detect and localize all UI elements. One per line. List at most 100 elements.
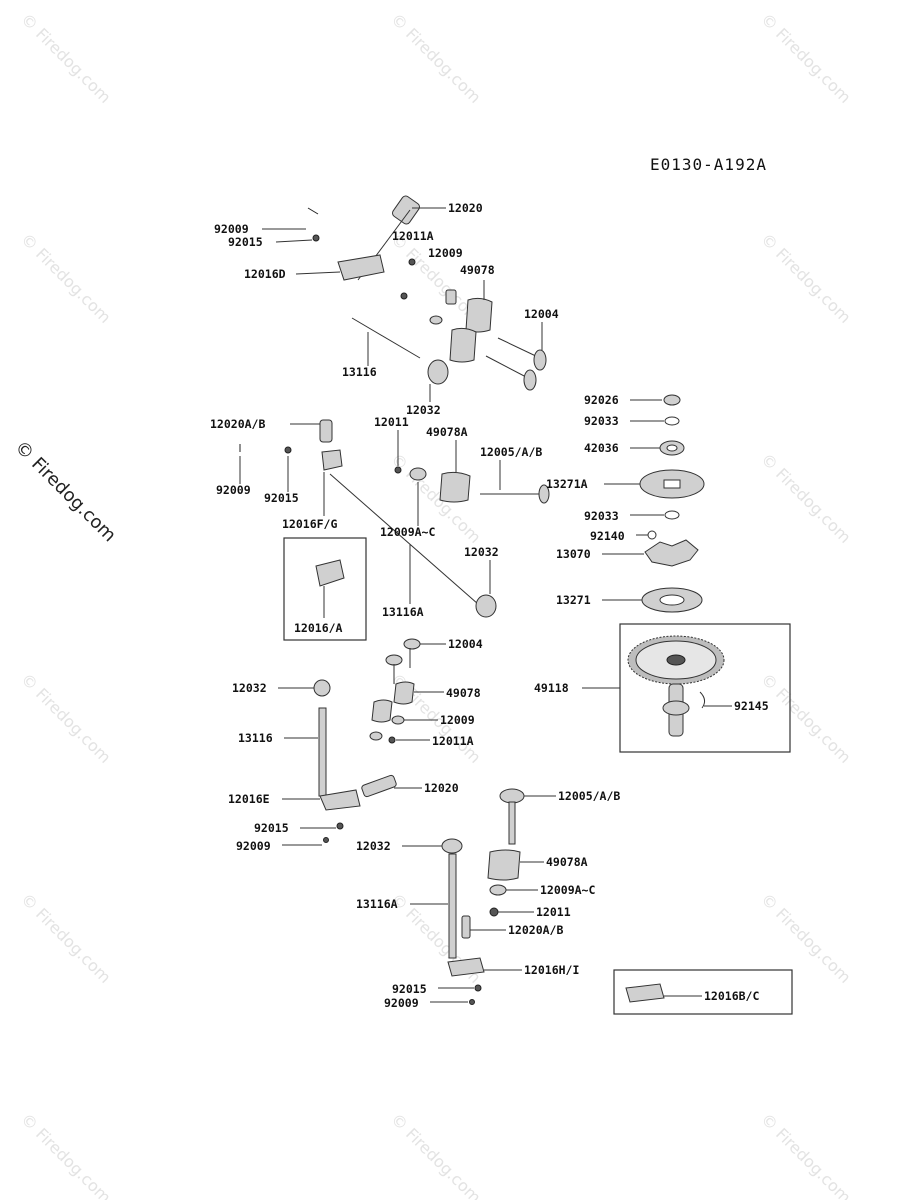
label-13271: 13271 <box>556 593 591 607</box>
watermark: © Firedog.com <box>757 229 855 327</box>
label-12020-b: 12020 <box>424 781 459 795</box>
spring-49078-b <box>449 327 477 363</box>
label-92015: 92015 <box>228 235 263 249</box>
watermark: © Firedog.com <box>17 889 115 987</box>
label-92026: 92026 <box>584 393 619 407</box>
label-12016D: 12016D <box>244 267 286 281</box>
valve-12004-b <box>385 654 403 666</box>
label-92145: 92145 <box>734 699 769 713</box>
label-12009: 12009 <box>428 246 463 260</box>
label-12011-b: 12011 <box>536 905 571 919</box>
bolt-12011-b <box>489 907 499 917</box>
label-12020AB-b: 12020A/B <box>508 923 563 937</box>
label-92009-b: 92009 <box>216 483 251 497</box>
rocker-arm-12016D <box>337 254 385 281</box>
label-13116A: 13116A <box>382 605 424 619</box>
label-92140: 92140 <box>590 529 625 543</box>
label-12032-d: 12032 <box>356 839 391 853</box>
valve-head-c <box>538 484 550 504</box>
pushrod-13116A-b <box>448 853 457 959</box>
label-13116: 13116 <box>342 365 377 379</box>
watermark: © Firedog.com <box>757 9 855 107</box>
label-13116-b: 13116 <box>238 731 273 745</box>
label-92015-b: 92015 <box>264 491 299 505</box>
valve-12004-a <box>403 638 421 650</box>
nut-92015-b <box>284 446 292 454</box>
label-12005AB-b: 12005/A/B <box>558 789 620 803</box>
rocker-assembly-lower <box>313 638 421 843</box>
washer-92026 <box>663 394 681 406</box>
spring-49078A-b <box>487 849 521 881</box>
pushrod-guide-12020 <box>391 195 421 225</box>
pushrod-13116A <box>329 473 479 605</box>
watermark: © Firedog.com <box>17 669 115 767</box>
label-13116A-b: 13116A <box>356 897 398 911</box>
watermark: © Firedog.com <box>757 1109 855 1200</box>
tappet-12032-d <box>441 838 463 854</box>
label-12005AB: 12005/A/B <box>480 445 542 459</box>
watermark: © Firedog.com <box>17 9 115 107</box>
cam-lobe <box>662 700 690 716</box>
guide-12020AB <box>319 419 333 443</box>
inset-box-12016BC <box>613 969 793 1015</box>
label-49078-b: 49078 <box>446 686 481 700</box>
label-12032-c: 12032 <box>232 681 267 695</box>
pushrod-13116-a <box>351 317 421 359</box>
plate-slot <box>663 479 681 489</box>
rocker-12016BC <box>625 983 665 1003</box>
label-12020AB: 12020A/B <box>210 417 265 431</box>
guide-12020AB-b <box>461 915 471 939</box>
bolt-12011A-b <box>388 736 396 744</box>
retainer-12009AC-b <box>489 884 507 896</box>
watermark: © Firedog.com <box>387 9 485 107</box>
gear-hub <box>666 654 686 666</box>
label-12004-b: 12004 <box>448 637 483 651</box>
label-12020: 12020 <box>448 201 483 215</box>
label-92009-d: 92009 <box>384 996 419 1010</box>
ring-92033-a <box>664 416 680 426</box>
label-12011A-b: 12011A <box>432 734 474 748</box>
bolt-12011A <box>408 258 416 266</box>
valve-stem-12005 <box>508 801 516 845</box>
governor-stack <box>639 394 705 613</box>
label-12016FG: 12016F/G <box>282 517 337 531</box>
label-92033-b: 92033 <box>584 509 619 523</box>
nut-92015-d <box>474 984 482 992</box>
rocker-assembly-middle <box>239 419 550 618</box>
leader-92015 <box>275 239 313 243</box>
pin-92145 <box>699 691 706 709</box>
label-92009-c: 92009 <box>236 839 271 853</box>
rocker-assembly-bottom <box>441 788 525 1005</box>
retainer-12009-b <box>391 715 405 725</box>
valve-stem-a <box>497 337 541 359</box>
tappet-12032-a <box>427 359 449 385</box>
label-12009-b: 12009 <box>440 713 475 727</box>
label-12004: 12004 <box>524 307 559 321</box>
ring-92033-b <box>664 510 680 520</box>
label-49078A: 49078A <box>426 425 468 439</box>
watermark: © Firedog.com <box>17 229 115 327</box>
ball-92140 <box>647 530 657 540</box>
label-12016A: 12016/A <box>294 621 343 635</box>
screw-92009-d <box>469 999 475 1005</box>
plate-hole <box>659 594 685 606</box>
screw-92009-a <box>307 207 319 215</box>
label-92009: 92009 <box>214 222 249 236</box>
spring-49078-a <box>465 297 493 333</box>
label-49078: 49078 <box>460 263 495 277</box>
screw-92009-c <box>323 837 329 843</box>
leader-12016D <box>295 271 341 275</box>
retainer-small <box>429 315 443 325</box>
rocker-12016HI <box>447 957 485 977</box>
pushrod-13116-b <box>318 707 327 797</box>
label-12016BC: 12016B/C <box>704 989 759 1003</box>
nut-92015-c <box>336 822 344 830</box>
inset-box-12016A <box>283 537 367 641</box>
cam-gear-49118 <box>627 635 725 737</box>
retainer-12011A <box>369 731 383 741</box>
watermark: © Firedog.com <box>757 449 855 547</box>
diagram-code: E0130-A192A <box>650 155 767 174</box>
watermark: © Firedog.com <box>387 1109 485 1200</box>
bolt-lower <box>400 292 408 300</box>
